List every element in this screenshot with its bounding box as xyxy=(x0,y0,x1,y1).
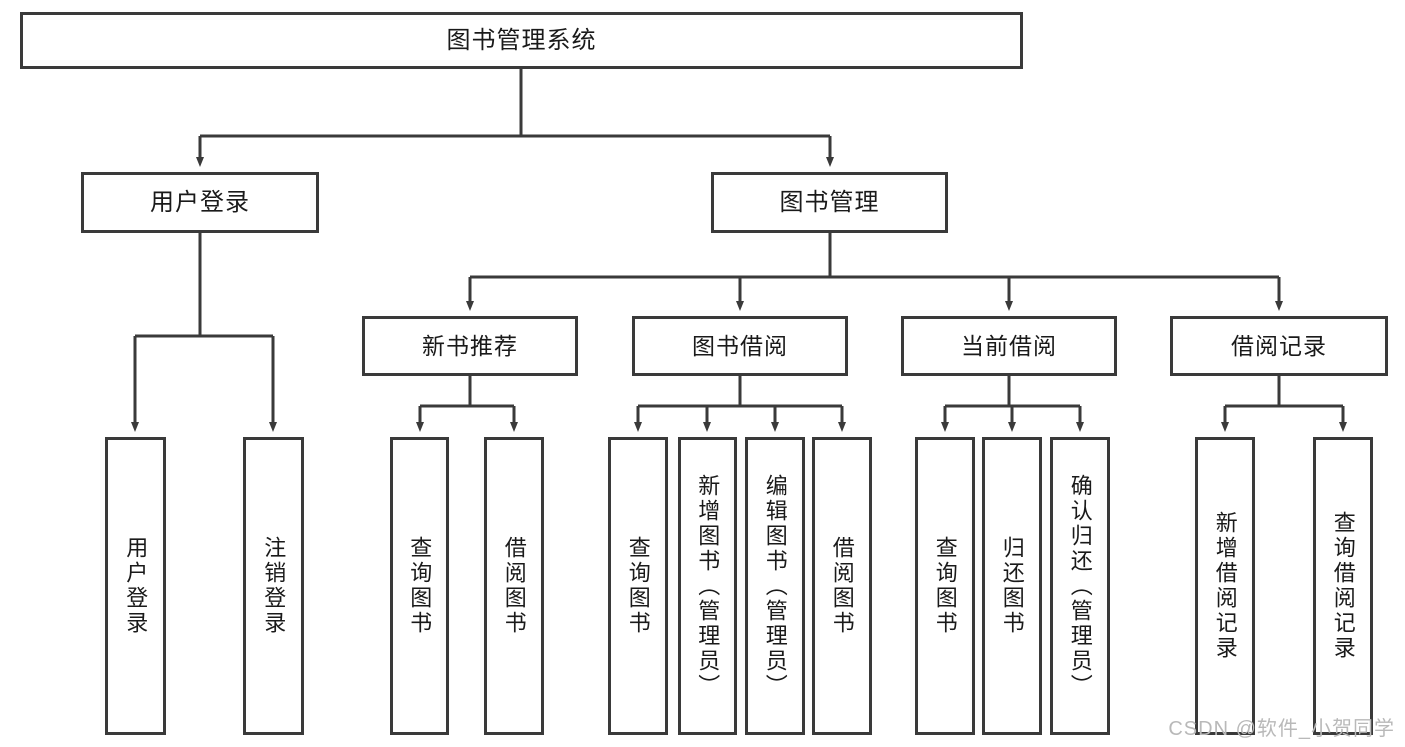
node-book-manage[interactable]: 图书管理 xyxy=(711,172,948,233)
node-leaf-query-book-1[interactable]: 查询图书 xyxy=(390,437,449,735)
node-leaf-return-book-label: 归还图书 xyxy=(999,536,1025,636)
node-leaf-borrow-book-1[interactable]: 借阅图书 xyxy=(484,437,544,735)
node-leaf-query-book-3-label: 查询图书 xyxy=(932,536,958,636)
node-user-login-label: 用户登录 xyxy=(150,188,250,216)
node-leaf-borrow-book-2-label: 借阅图书 xyxy=(829,536,855,636)
node-new-book-recommend[interactable]: 新书推荐 xyxy=(362,316,578,376)
watermark-text: CSDN @软件_小贺同学 xyxy=(1168,718,1395,740)
node-leaf-query-book-3[interactable]: 查询图书 xyxy=(915,437,975,735)
node-leaf-add-book-label: 新增图书（管理员） xyxy=(695,473,721,699)
node-leaf-query-record-label: 查询借阅记录 xyxy=(1330,511,1356,661)
node-root-label: 图书管理系统 xyxy=(446,26,597,54)
node-leaf-user-login[interactable]: 用户登录 xyxy=(105,437,166,735)
node-leaf-add-book[interactable]: 新增图书（管理员） xyxy=(678,437,737,735)
node-leaf-logout[interactable]: 注销登录 xyxy=(243,437,304,735)
node-leaf-borrow-book-2[interactable]: 借阅图书 xyxy=(812,437,872,735)
node-leaf-add-record[interactable]: 新增借阅记录 xyxy=(1195,437,1255,735)
node-book-borrow[interactable]: 图书借阅 xyxy=(632,316,848,376)
node-user-login[interactable]: 用户登录 xyxy=(81,172,319,233)
node-current-borrow[interactable]: 当前借阅 xyxy=(901,316,1117,376)
node-borrow-record-label: 借阅记录 xyxy=(1231,332,1327,359)
node-book-borrow-label: 图书借阅 xyxy=(692,332,788,359)
node-leaf-confirm-return[interactable]: 确认归还（管理员） xyxy=(1050,437,1110,735)
node-leaf-edit-book[interactable]: 编辑图书（管理员） xyxy=(745,437,805,735)
node-leaf-user-login-label: 用户登录 xyxy=(123,536,149,636)
node-leaf-return-book[interactable]: 归还图书 xyxy=(982,437,1042,735)
node-book-manage-label: 图书管理 xyxy=(779,188,880,216)
node-root[interactable]: 图书管理系统 xyxy=(20,12,1023,69)
node-leaf-query-book-2[interactable]: 查询图书 xyxy=(608,437,668,735)
node-leaf-confirm-return-label: 确认归还（管理员） xyxy=(1067,473,1093,699)
node-current-borrow-label: 当前借阅 xyxy=(961,332,1057,359)
node-new-book-recommend-label: 新书推荐 xyxy=(422,332,518,359)
node-leaf-query-book-1-label: 查询图书 xyxy=(407,536,433,636)
node-borrow-record[interactable]: 借阅记录 xyxy=(1170,316,1388,376)
node-leaf-add-record-label: 新增借阅记录 xyxy=(1212,511,1238,661)
node-leaf-logout-label: 注销登录 xyxy=(261,536,287,636)
node-leaf-edit-book-label: 编辑图书（管理员） xyxy=(762,473,788,699)
node-leaf-query-record[interactable]: 查询借阅记录 xyxy=(1313,437,1373,735)
node-leaf-query-book-2-label: 查询图书 xyxy=(625,536,651,636)
node-leaf-borrow-book-1-label: 借阅图书 xyxy=(501,536,527,636)
